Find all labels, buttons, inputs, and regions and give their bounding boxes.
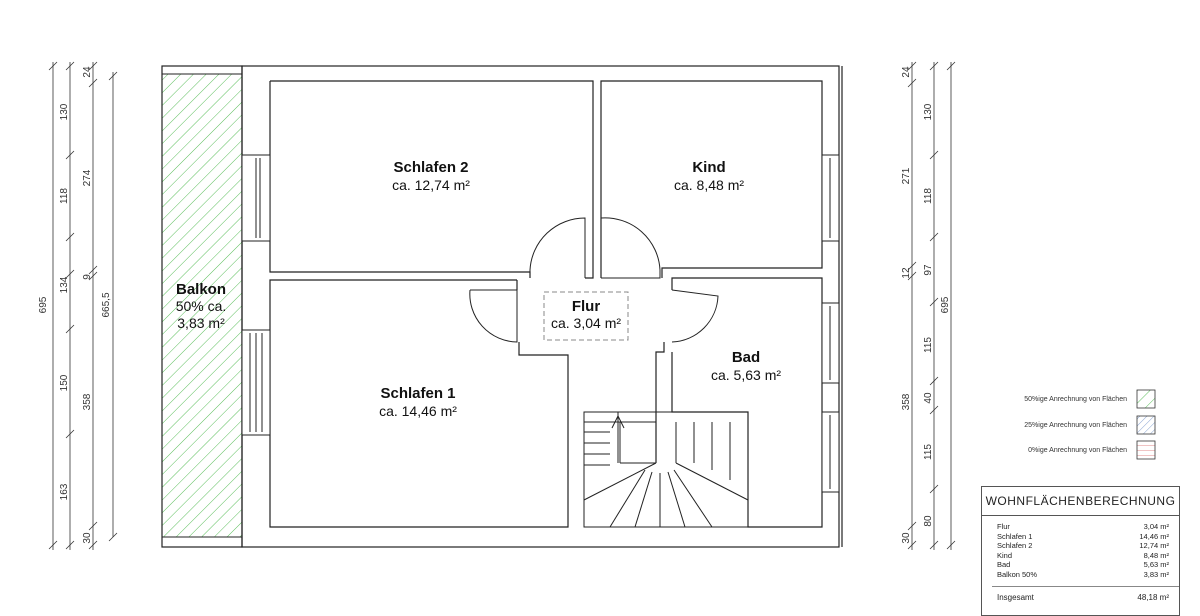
dim-right-b-3: 97 [923, 264, 934, 276]
room-area-balkon: 3,83 m² [177, 315, 225, 331]
dim-right-a-2: 271 [901, 167, 912, 184]
room-name-schlafen-1: Schlafen 1 [380, 385, 455, 402]
room-area-schlafen-1: ca. 14,46 m² [379, 403, 457, 419]
area-calculation-table: WOHNFLÄCHENBERECHNUNG Flur 3,04 m² Schlaf… [981, 486, 1180, 616]
dim-right-a-5: 30 [901, 532, 912, 544]
table-title: WOHNFLÄCHENBERECHNUNG [982, 487, 1179, 516]
window-schlafen-2 [241, 154, 271, 242]
dim-left-a-1: 130 [59, 103, 70, 120]
dim-ticks-left [48, 61, 118, 550]
row-value: 12,74 m² [1139, 541, 1169, 550]
legend-swatch-0 [1136, 440, 1156, 460]
legend-label-0: 0%ige Anrechnung von Flächen [1028, 447, 1127, 454]
room-area-bad: ca. 5,63 m² [711, 367, 781, 383]
dim-lines-left [52, 62, 114, 550]
row-value: 3,04 m² [1143, 522, 1169, 531]
table-row: Kind 8,48 m² [997, 551, 1169, 561]
windows [241, 154, 840, 493]
row-label: Balkon 50% [997, 569, 1038, 579]
table-row: Schlafen 1 14,46 m² [997, 532, 1169, 542]
window-bad-1 [821, 302, 840, 384]
dim-left-b-2: 274 [82, 169, 93, 186]
row-label: Schlafen 1 [997, 531, 1033, 541]
legend-label-25: 25%ige Anrechnung von Flächen [1024, 422, 1127, 429]
room-bad [655, 277, 823, 528]
floor-plan: Schlafen 2 ca. 12,74 m² Kind ca. 8,48 m²… [38, 61, 1156, 550]
row-value: 14,46 m² [1139, 531, 1169, 541]
dim-right-a-4: 358 [901, 393, 912, 410]
dim-right-b-4: 115 [923, 337, 934, 353]
table-row: Bad 5,63 m² [997, 560, 1169, 570]
dim-left-a-4: 150 [59, 374, 70, 391]
row-value: 3,83 m² [1143, 569, 1169, 579]
row-label: Schlafen 2 [997, 541, 1033, 550]
room-area-kind: ca. 8,48 m² [674, 177, 744, 193]
window-schlafen-1 [241, 329, 271, 436]
room-schlafen-1 [269, 279, 569, 528]
dim-left-c: 665,5 [101, 292, 112, 317]
room-area-schlafen-2: ca. 12,74 m² [392, 177, 470, 193]
dim-right-b-6: 115 [923, 444, 934, 460]
dim-left-outer: 695 [38, 296, 49, 313]
legend-swatch-50 [1136, 389, 1156, 409]
row-label: Bad [997, 560, 1011, 569]
dim-right-b-7: 80 [923, 515, 934, 527]
total-divider [992, 586, 1179, 587]
doors [469, 217, 719, 343]
dim-ticks-right [907, 61, 956, 550]
dim-right-b-1: 130 [923, 103, 934, 120]
room-name-bad: Bad [732, 349, 760, 366]
dim-left-a-5: 163 [59, 483, 70, 500]
flur-label-box [543, 291, 629, 341]
table-row: Flur 3,04 m² [997, 522, 1169, 532]
table-total-row: Insgesamt 48,18 m² [997, 593, 1169, 603]
door-kind [600, 217, 661, 279]
room-name-schlafen-2: Schlafen 2 [393, 159, 468, 176]
door-bad [671, 289, 719, 343]
table-row: Balkon 50% 3,83 m² [997, 570, 1169, 580]
row-label: Kind [997, 550, 1013, 560]
window-bad-2 [821, 411, 840, 493]
dim-right-a-3: 12 [901, 267, 912, 279]
dim-left-b-1: 24 [82, 66, 93, 78]
legend-label-50: 50%ige Anrechnung von Flächen [1024, 396, 1127, 403]
dim-left-b-5: 30 [82, 532, 93, 544]
room-name-kind: Kind [692, 159, 725, 176]
door-schlafen-1 [469, 289, 518, 343]
row-value: 5,63 m² [1143, 560, 1169, 569]
room-pct-balkon: 50% ca. [176, 298, 227, 314]
door-schlafen-2 [529, 217, 586, 278]
room-area-flur: ca. 3,04 m² [551, 315, 621, 331]
dim-lines-right [911, 62, 952, 550]
stairwell [583, 411, 749, 528]
total-label: Insgesamt [997, 593, 1034, 602]
dim-right-b-5: 40 [923, 392, 934, 404]
table-rows: Flur 3,04 m² Schlafen 1 14,46 m² Schlafen … [982, 516, 1179, 579]
room-name-flur: Flur [572, 298, 600, 315]
dim-right-outer: 695 [940, 296, 951, 313]
row-value: 8,48 m² [1143, 550, 1169, 560]
balkon [161, 65, 243, 548]
exterior-walls [241, 65, 843, 548]
room-name-balkon: Balkon [176, 281, 226, 298]
dim-left-a-3: 134 [59, 276, 70, 293]
total-value: 48,18 m² [1137, 593, 1169, 602]
window-kind [821, 154, 840, 242]
dim-right-a-1: 24 [901, 66, 912, 78]
table-row: Schlafen 2 12,74 m² [997, 541, 1169, 551]
dim-left-b-4: 358 [82, 393, 93, 410]
dim-left-a-2: 118 [59, 188, 70, 204]
row-label: Flur [997, 522, 1010, 531]
dim-right-b-2: 118 [923, 188, 934, 204]
legend-swatch-25 [1136, 415, 1156, 435]
dim-left-b-3: 9 [82, 274, 93, 280]
legend: 50%ige Anrechnung von Flächen 25%ige Anr… [1024, 389, 1156, 460]
